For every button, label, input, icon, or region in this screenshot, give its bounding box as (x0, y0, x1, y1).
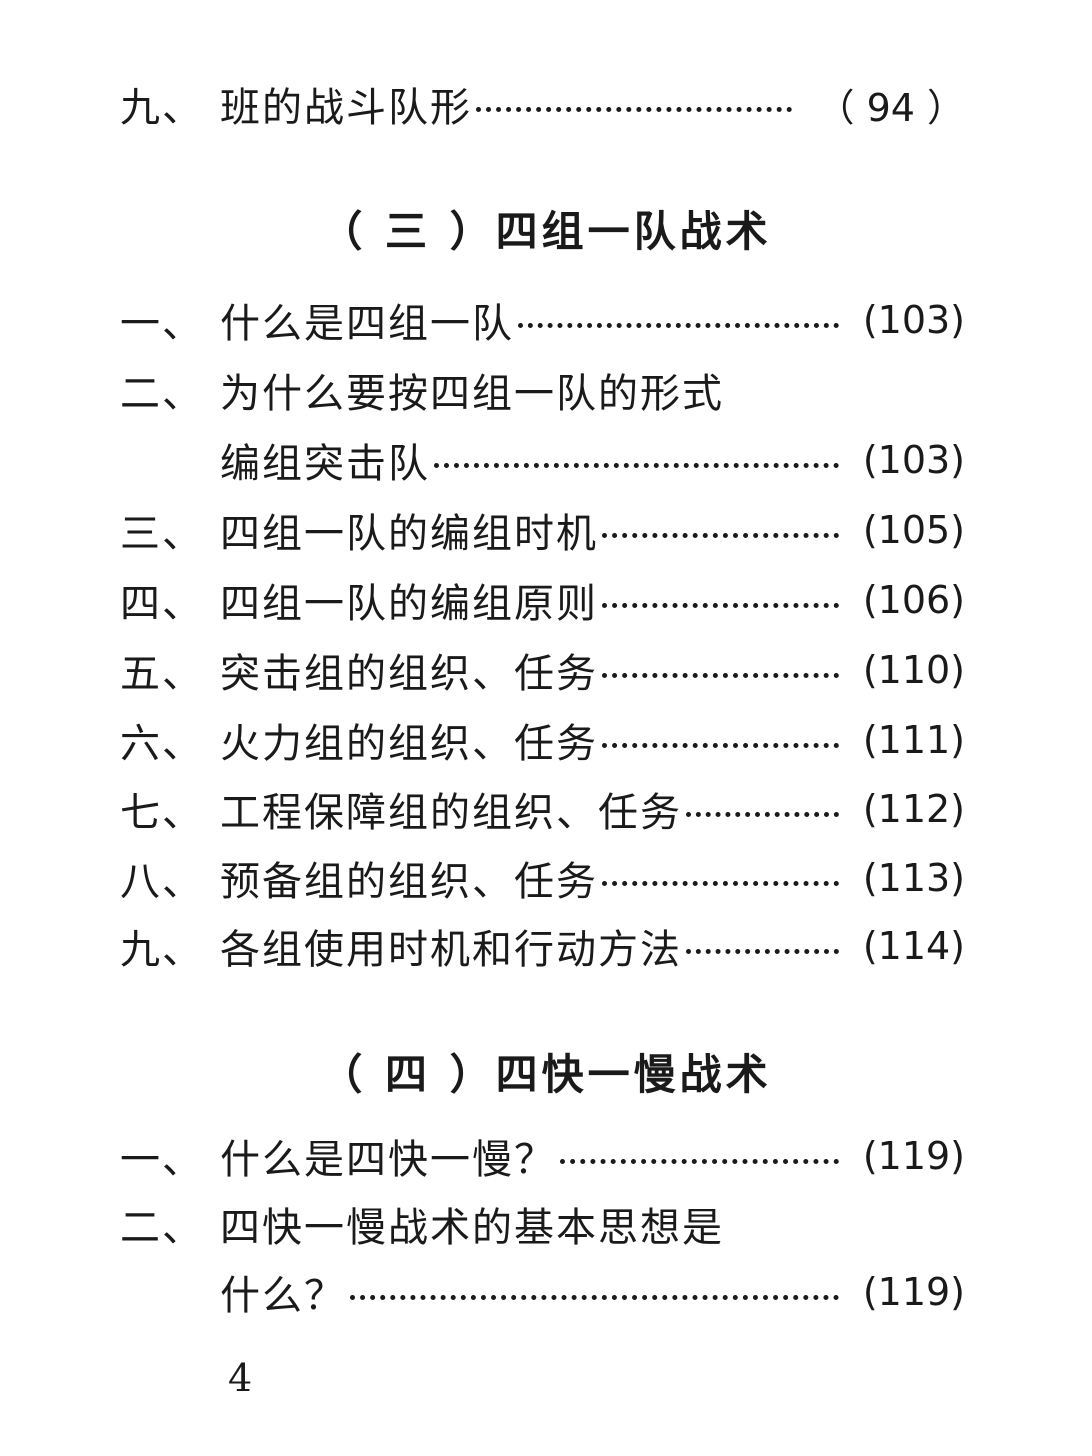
entry-number: 三、 (120, 511, 204, 557)
entry-page: (112) (862, 787, 965, 831)
entry-title: 突击组的组织、任务 (220, 651, 598, 697)
entry-number: 一、 (120, 301, 204, 347)
entry-page: (111) (862, 718, 965, 762)
toc-entry: 七、 工程保障组的组织、任务 (112) (120, 781, 965, 837)
section-heading: （ 三 ）四组一队战术 (320, 207, 772, 256)
dot-leader (602, 880, 839, 886)
entry-number: 四、 (120, 581, 204, 627)
dot-leader (686, 948, 839, 954)
entry-number: 九、 (120, 85, 204, 131)
entry-title: 什么是四组一队 (220, 301, 514, 347)
entry-title: 火力组的组织、任务 (220, 721, 598, 767)
entry-title: 为什么要按四组一队的形式 (220, 371, 724, 417)
toc-entry: 五、 突击组的组织、任务 (110) (120, 642, 965, 698)
entry-title: 四组一队的编组时机 (220, 511, 598, 557)
entry-page: (103) (862, 298, 965, 342)
entry-title-continuation: 编组突击队 (220, 441, 430, 487)
entry-number: 一、 (120, 1137, 204, 1183)
toc-entry-continuation: 编组突击队 (103) (220, 432, 965, 488)
toc-entry: 九、 班的战斗队形 （ 94 ） (120, 76, 965, 132)
dot-leader (602, 672, 839, 678)
toc-entry: 四、 四组一队的编组原则 (106) (120, 572, 965, 628)
entry-page: (113) (862, 856, 965, 900)
dot-leader (476, 106, 793, 112)
entry-number: 九、 (120, 927, 204, 973)
entry-number: 七、 (120, 790, 204, 836)
entry-page: (105) (862, 508, 965, 552)
dot-leader (602, 742, 839, 748)
entry-page: (119) (862, 1270, 965, 1314)
entry-page: (106) (862, 578, 965, 622)
entry-title: 四快一慢战术的基本思想是 (220, 1205, 724, 1251)
toc-entry: 一、 什么是四快一慢？ (119) (120, 1128, 965, 1184)
entry-title: 什么是四快一慢？ (220, 1137, 556, 1183)
entry-page: (110) (862, 648, 965, 692)
entry-title: 四组一队的编组原则 (220, 581, 598, 627)
toc-entry: 三、 四组一队的编组时机 (105) (120, 502, 965, 558)
entry-page: (103) (862, 438, 965, 482)
dot-leader (602, 532, 839, 538)
toc-entry: 二、 为什么要按四组一队的形式 (120, 362, 965, 418)
dot-leader (434, 462, 839, 468)
dot-leader (560, 1158, 839, 1164)
entry-title: 各组使用时机和行动方法 (220, 927, 682, 973)
dot-leader (602, 602, 839, 608)
entry-title: 预备组的组织、任务 (220, 859, 598, 905)
entry-title: 工程保障组的组织、任务 (220, 790, 682, 836)
toc-entry: 八、 预备组的组织、任务 (113) (120, 850, 965, 906)
toc-entry: 二、 四快一慢战术的基本思想是 (120, 1196, 965, 1252)
page-number: 4 (228, 1356, 253, 1400)
entry-page: (114) (862, 924, 965, 968)
entry-page: （ 94 ） (816, 85, 965, 130)
entry-number: 二、 (120, 371, 204, 417)
toc-entry: 九、 各组使用时机和行动方法 (114) (120, 918, 965, 974)
dot-leader (518, 322, 839, 328)
entry-number: 五、 (120, 651, 204, 697)
toc-entry: 一、 什么是四组一队 (103) (120, 292, 965, 348)
toc-entry-continuation: 什么？ (119) (220, 1264, 965, 1320)
entry-title: 班的战斗队形 (220, 85, 472, 131)
dot-leader (350, 1294, 839, 1300)
toc-entry: 六、 火力组的组织、任务 (111) (120, 712, 965, 768)
dot-leader (686, 811, 839, 817)
entry-title-continuation: 什么？ (220, 1273, 346, 1319)
section-heading: （ 四 ）四快一慢战术 (320, 1050, 772, 1099)
entry-page: (119) (862, 1134, 965, 1178)
entry-number: 二、 (120, 1205, 204, 1251)
entry-number: 六、 (120, 721, 204, 767)
entry-number: 八、 (120, 859, 204, 905)
